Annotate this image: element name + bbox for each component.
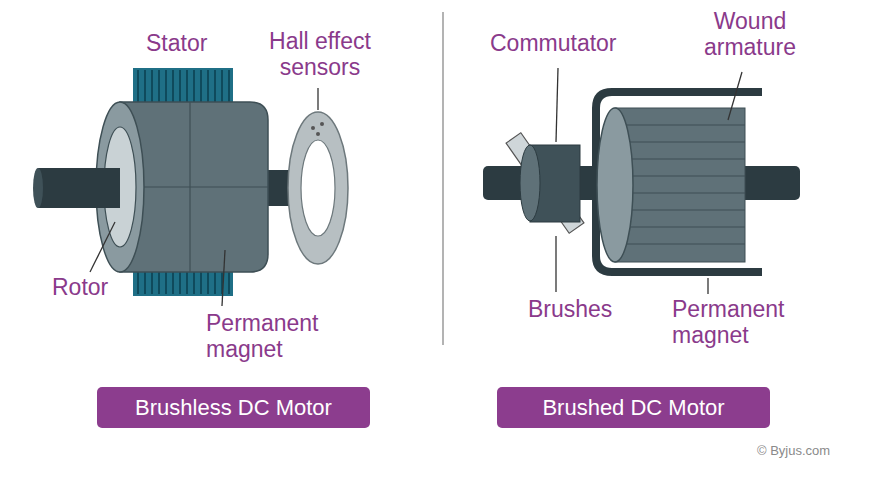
part-label: Stator bbox=[146, 30, 266, 56]
part-label: Brushes bbox=[528, 296, 638, 322]
part-label: Commutator bbox=[490, 30, 660, 56]
leader-lines bbox=[556, 68, 742, 294]
seam-line bbox=[142, 186, 268, 187]
caption-text: Brushed DC Motor bbox=[542, 395, 724, 421]
armature-slots bbox=[615, 125, 745, 244]
armature bbox=[615, 108, 745, 262]
shaft-end bbox=[33, 168, 43, 208]
shaft bbox=[38, 168, 120, 208]
part-label: Permanent magnet bbox=[672, 296, 832, 349]
watermark: © Byjus.com bbox=[757, 444, 877, 459]
caption-text: Brushless DC Motor bbox=[135, 395, 332, 421]
divider-line bbox=[442, 12, 444, 345]
ring-hole bbox=[301, 140, 335, 236]
part-label: Rotor bbox=[52, 274, 142, 300]
caption-box: Brushed DC Motor bbox=[497, 387, 770, 428]
permanent-magnet bbox=[596, 92, 762, 272]
leader-lines bbox=[90, 88, 318, 306]
part-label: Wound armature bbox=[680, 8, 820, 61]
part-label: Permanent magnet bbox=[206, 310, 366, 363]
brushless-motor bbox=[33, 68, 348, 306]
commutator-face bbox=[520, 145, 540, 221]
brush bbox=[506, 133, 584, 233]
hall-sensor-ring bbox=[288, 112, 348, 264]
sensor-dot bbox=[316, 132, 320, 136]
caption-box: Brushless DC Motor bbox=[97, 387, 370, 428]
brushed-motor bbox=[483, 68, 800, 294]
armature-face bbox=[597, 108, 633, 262]
shaft bbox=[38, 168, 128, 208]
part-label: Hall effect sensors bbox=[250, 28, 390, 81]
sensor-dot bbox=[320, 122, 324, 126]
sensor-dot bbox=[311, 126, 315, 130]
